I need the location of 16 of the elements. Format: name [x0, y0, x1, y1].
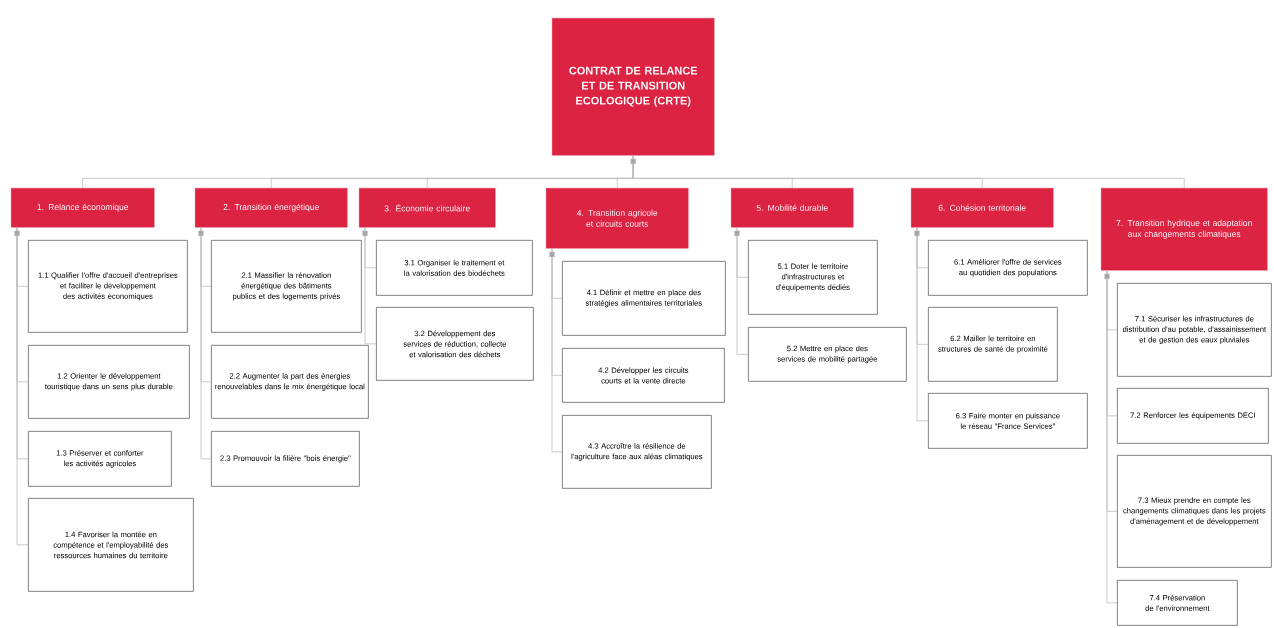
- category-box: 2. Transition énergétique: [195, 188, 348, 228]
- connector-line: [736, 227, 749, 355]
- connector-line: [16, 227, 29, 546]
- connector-line: [1106, 270, 1118, 604]
- category-box: 6. Cohésion territoriale: [911, 188, 1054, 228]
- connector-line: [916, 227, 929, 422]
- category-box: 7. Transition hydrique et adaptation aux changements climatiques: [1101, 188, 1268, 271]
- connector-line: [551, 248, 563, 453]
- category-box: 5. Mobilité durable: [731, 188, 854, 228]
- category-box: 3. Économie circulaire: [359, 188, 496, 228]
- connector-line: [200, 227, 212, 460]
- connector-line: [632, 155, 1185, 189]
- category-box: 4. Transition agricole et circuits courts: [546, 188, 689, 249]
- connector-line: [364, 227, 377, 345]
- category-box: 1. Relance économique: [11, 188, 155, 228]
- title-box: CONTRAT DE RELANCE ET DE TRANSITION ECOLOGIQUE (CRTE): [552, 18, 715, 156]
